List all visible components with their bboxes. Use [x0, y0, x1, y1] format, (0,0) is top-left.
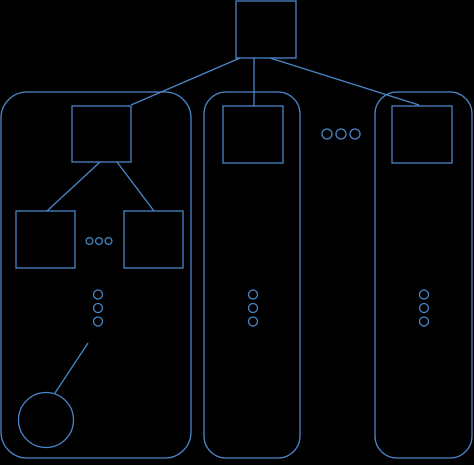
leaf-circle [17, 391, 75, 449]
middle-panel-vertical-ellipsis-dot-3 [247, 316, 259, 327]
right-panel-vertical-ellipsis-dot-3 [418, 316, 430, 327]
edge-left-node-to-child-1 [46, 161, 101, 212]
panels-ellipsis-dot-3 [349, 128, 361, 140]
edge-to-leaf-circle [54, 342, 89, 394]
left-child-node-1 [15, 210, 76, 269]
left-panel-vertical-ellipsis-dot-1 [92, 289, 104, 300]
left-panel-node [71, 105, 132, 163]
right-panel-node [391, 105, 453, 164]
panel-right [374, 91, 473, 459]
panel-middle [203, 91, 301, 459]
middle-panel-node [222, 105, 284, 164]
edge-left-node-to-child-2 [116, 161, 155, 212]
panel-left [0, 91, 192, 459]
panels-ellipsis-dot-2 [335, 128, 347, 140]
edge-root-to-left-node [130, 57, 241, 106]
left-panel-vertical-ellipsis-dot-2 [92, 302, 104, 314]
panels-ellipsis-dot-1 [321, 128, 333, 140]
right-panel-vertical-ellipsis-dot-2 [418, 302, 430, 314]
edge-root-to-right-node [269, 57, 420, 106]
middle-panel-vertical-ellipsis-dot-2 [247, 302, 259, 314]
middle-panel-vertical-ellipsis-dot-1 [247, 289, 259, 300]
right-panel-vertical-ellipsis-dot-1 [418, 289, 430, 300]
left-children-ellipsis-dot-1 [85, 236, 94, 246]
left-child-node-2 [123, 210, 184, 269]
left-children-ellipsis-dot-3 [104, 236, 113, 246]
left-panel-vertical-ellipsis-dot-3 [92, 316, 104, 327]
left-children-ellipsis-dot-2 [94, 236, 104, 246]
root-node [235, 0, 297, 59]
